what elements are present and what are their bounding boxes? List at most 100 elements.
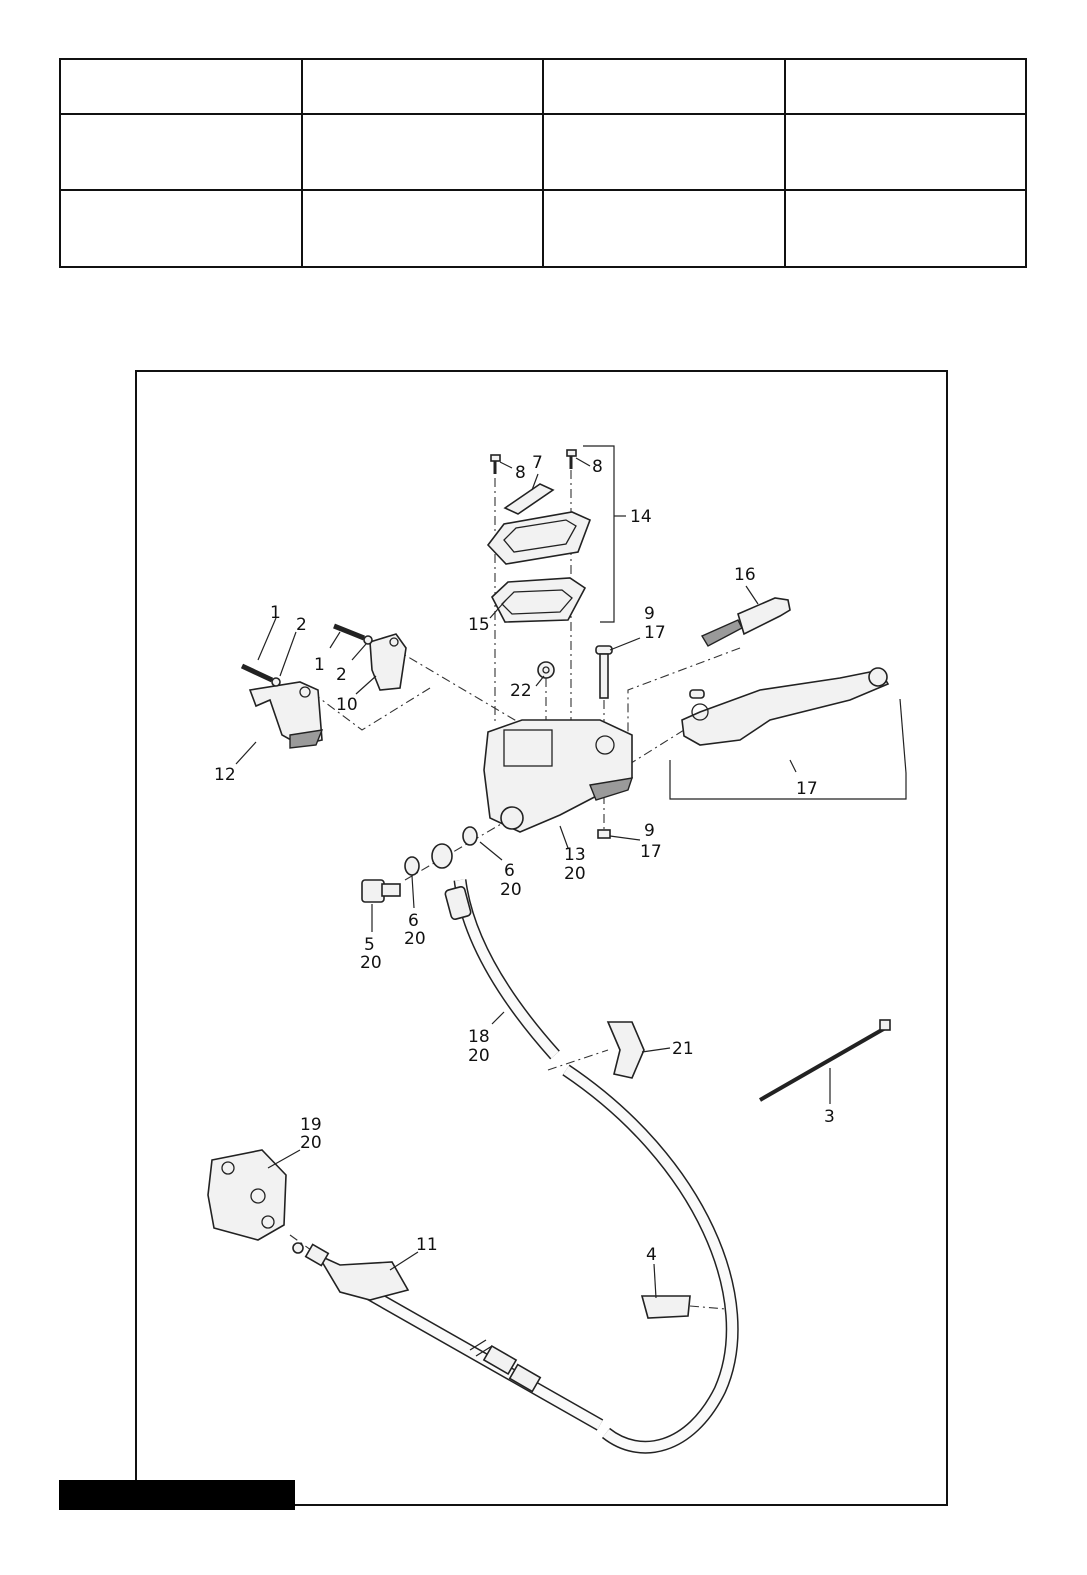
callout-label: 10: [336, 695, 358, 715]
callout-label: 6: [504, 861, 515, 881]
lever-guard-pad: [289, 729, 324, 749]
callout-label: 8: [515, 463, 526, 483]
callout-label: 18: [468, 1027, 490, 1047]
leader: [789, 759, 797, 773]
leader: [653, 1263, 657, 1299]
bolt-hole: [299, 686, 311, 698]
diagram-frame: [135, 370, 948, 1506]
header-row: [59, 58, 1027, 115]
callout-label: 2: [296, 615, 307, 635]
leader: [489, 599, 507, 619]
leader: [575, 457, 591, 467]
leader: [267, 1149, 301, 1169]
crush-washer: [404, 856, 420, 876]
washer: [271, 677, 281, 687]
leader: [535, 675, 545, 687]
pivot-nut: [597, 829, 611, 839]
group-bracket-17: [669, 760, 907, 800]
leader: [491, 1011, 505, 1025]
hex-nut-bore: [542, 666, 550, 674]
bolt-hole: [389, 637, 399, 647]
bolt: [333, 623, 365, 641]
leader: [479, 841, 503, 861]
callout-label: 20: [300, 1133, 322, 1153]
leader: [235, 741, 257, 765]
pushrod-piston: [737, 597, 791, 636]
cable-sleeve: [508, 1363, 542, 1393]
leader: [411, 875, 415, 909]
bolt-hole: [261, 1215, 275, 1229]
header-cell: [783, 58, 1027, 115]
callout-label: 22: [510, 681, 532, 701]
slave-cylinder: [207, 1149, 287, 1241]
table-cell: [542, 189, 786, 268]
hose-clip: [606, 1021, 645, 1079]
reservoir-cover: [486, 511, 592, 565]
callout-label: 11: [416, 1235, 438, 1255]
lever-mount: [589, 777, 634, 801]
callout-label: 21: [672, 1039, 694, 1059]
header-cell: [542, 58, 786, 115]
callout-label: 2: [336, 665, 347, 685]
leader: [609, 637, 641, 651]
callout-label: 3: [824, 1107, 835, 1127]
cover-inner: [503, 519, 577, 553]
header-table: [59, 58, 1027, 268]
cover-screw-head: [490, 454, 501, 462]
cover-screw-head: [566, 449, 577, 457]
break-mark: [475, 1345, 493, 1357]
cable-bracket: [316, 1253, 410, 1301]
leader: [745, 585, 759, 605]
banjo-fitting: [431, 843, 453, 869]
callout-label: 13: [564, 845, 586, 865]
cable-tie-head: [879, 1019, 891, 1031]
leader: [641, 1047, 671, 1053]
cable-end: [304, 1243, 330, 1267]
banjo-bolt: [381, 883, 401, 897]
table-cell: [783, 113, 1027, 191]
callout-label: 20: [404, 929, 426, 949]
table-cell: [59, 189, 303, 268]
callout-label: 9: [644, 821, 655, 841]
callout-label: 12: [214, 765, 236, 785]
hose-fitting: [444, 886, 472, 920]
pivot-pin: [599, 653, 609, 699]
spring: [700, 619, 743, 647]
table-cell: [300, 113, 544, 191]
callout-label: 16: [734, 565, 756, 585]
assembly-line: [627, 724, 693, 766]
lever-pivot-hole: [691, 703, 709, 721]
brake-hose-lower: [563, 1065, 738, 1453]
washer: [363, 635, 373, 645]
break-mark: [469, 1339, 487, 1351]
callout-label: 20: [500, 880, 522, 900]
lever-screw: [689, 689, 705, 699]
cable-sleeve: [482, 1344, 518, 1376]
bolt-hole: [250, 1188, 266, 1204]
group-bracket-14: [583, 445, 615, 623]
callout-label: 15: [468, 615, 490, 635]
assembly-line: [317, 687, 431, 731]
table-row: [59, 113, 1027, 191]
page-footer-tab: [59, 1480, 295, 1510]
assembly-line: [547, 1049, 609, 1071]
crush-washer: [462, 826, 478, 846]
clutch-cable: [342, 1275, 603, 1430]
cable-tie: [759, 1025, 888, 1102]
assembly-line: [404, 819, 509, 881]
leader: [499, 461, 513, 469]
bolt: [240, 663, 274, 683]
leader: [609, 835, 641, 841]
callout-label: 17: [796, 779, 818, 799]
leader: [531, 473, 539, 491]
sight-glass: [503, 483, 555, 515]
hose-clamp: [640, 1295, 691, 1319]
leader: [279, 631, 297, 677]
table-cell: [300, 189, 544, 268]
reservoir-opening: [503, 729, 553, 767]
pivot-pin-head: [595, 645, 613, 655]
table-row: [59, 189, 1027, 268]
callout-label: 20: [564, 864, 586, 884]
leader: [329, 631, 341, 649]
